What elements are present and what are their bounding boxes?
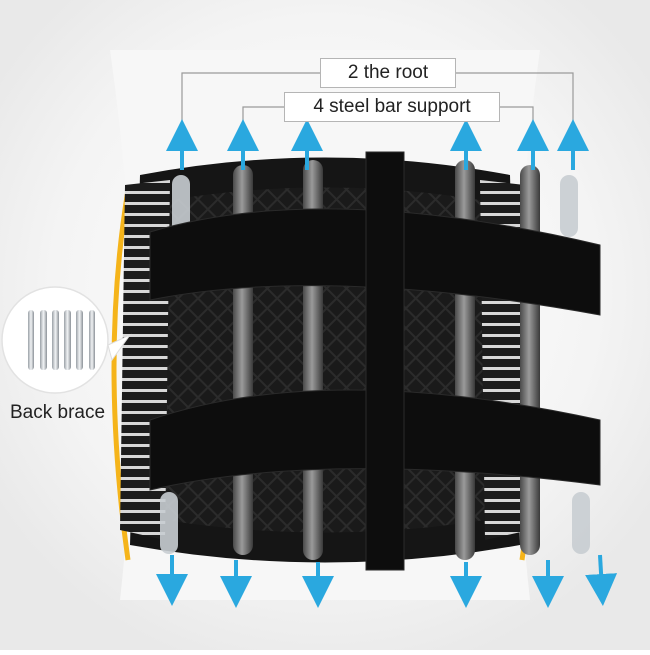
brace-inset <box>1 286 132 394</box>
back-brace-caption: Back brace <box>10 402 106 423</box>
root-count-label: 2 the root <box>320 58 456 88</box>
spring-supports <box>160 175 590 554</box>
center-strap <box>365 151 405 571</box>
steel-support-label: 4 steel bar support <box>284 92 500 122</box>
stretch-arrows <box>156 119 618 608</box>
